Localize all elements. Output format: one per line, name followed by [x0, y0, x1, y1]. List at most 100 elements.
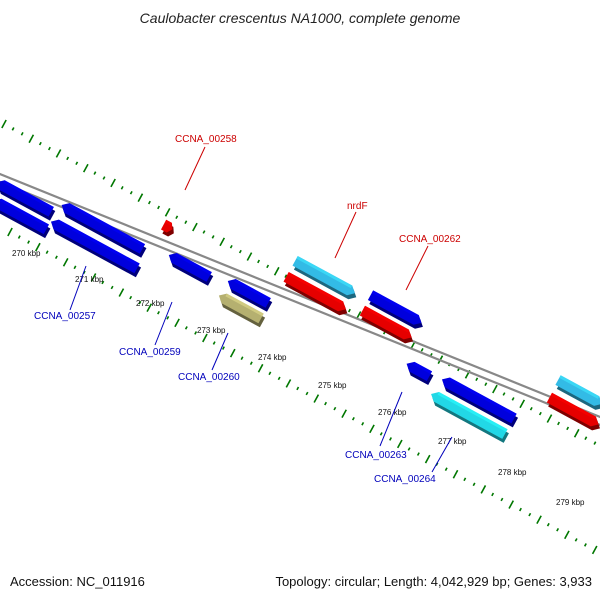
scale-dot — [138, 300, 142, 305]
scale-dot — [120, 186, 124, 190]
gene-ccna-00263 — [406, 361, 434, 386]
scale-dot — [511, 397, 515, 401]
scale-dot — [492, 384, 498, 394]
gene-ccna-00262-a — [367, 290, 423, 329]
scale-dot — [240, 356, 244, 360]
leader-line — [184, 146, 206, 191]
tick-label: 277 kbp — [438, 437, 467, 446]
gene-nrdf — [283, 271, 348, 316]
gene-body — [168, 253, 212, 282]
scale-dot — [361, 421, 365, 426]
scale-dot — [129, 295, 133, 300]
leader-line — [379, 391, 403, 447]
scale-dot — [284, 274, 288, 278]
scale-dot — [296, 386, 300, 391]
scale-dot — [277, 376, 281, 381]
scale-dot — [246, 252, 253, 261]
scale-dot — [166, 316, 170, 320]
scale-dot — [416, 452, 420, 456]
tick-label: 271 kbp — [75, 275, 104, 284]
gene-highlight — [68, 203, 146, 247]
gene-highlight — [225, 293, 264, 317]
scale-dot — [118, 288, 125, 297]
scale-dot — [324, 401, 328, 406]
gene-ccna-00259 — [168, 253, 214, 286]
scale-dot — [11, 127, 15, 131]
scale-dot — [519, 507, 522, 512]
tick-label: 272 kbp — [136, 299, 165, 308]
gene-label: CCNA_00257 — [34, 311, 96, 322]
scale-dot — [389, 437, 392, 441]
scale-dot — [229, 244, 233, 249]
scale-dot — [444, 467, 448, 471]
scale-dot — [484, 382, 488, 386]
gene-left-top — [0, 180, 56, 221]
scale-dot — [93, 171, 97, 175]
scale-dot — [27, 240, 31, 244]
gene-label: CCNA_00259 — [119, 347, 181, 358]
gene-label: CCNA_00263 — [345, 450, 407, 461]
gene-body — [555, 375, 600, 406]
scale-dot — [584, 436, 588, 440]
scale-dot — [593, 441, 597, 445]
scale-dot — [268, 371, 272, 376]
scale-dot — [175, 215, 179, 220]
topology-info: Topology: circular; Length: 4,042,929 bp… — [275, 574, 592, 589]
scale-dot — [47, 146, 51, 151]
leader-line — [334, 211, 357, 259]
gene-body — [431, 391, 508, 439]
scale-dot — [75, 161, 79, 166]
gene-highlight — [448, 377, 517, 417]
scale-dot — [347, 308, 351, 313]
gene-highlight — [437, 391, 508, 432]
map-title: Caulobacter crescentus NA1000, complete … — [139, 10, 461, 26]
tick-label: 273 kbp — [197, 326, 226, 335]
scale-dot — [54, 255, 58, 260]
scale-dot — [463, 477, 467, 482]
gene-body — [227, 279, 271, 308]
scale-dot — [500, 497, 504, 502]
gene-highlight — [363, 305, 409, 333]
scale-dot — [157, 205, 161, 210]
gene-highlight — [287, 271, 344, 305]
scale-dot — [557, 421, 561, 426]
scale-dot — [475, 377, 479, 382]
scale-dot — [73, 265, 77, 270]
gene-highlight — [3, 180, 54, 210]
gene-ccna-00257-a — [61, 203, 147, 258]
scale-dot — [407, 447, 411, 451]
scale-dot — [519, 399, 526, 409]
scale-dot — [90, 273, 97, 282]
gene-left-bottom — [0, 198, 51, 239]
scale-dot — [101, 280, 105, 285]
scale-dot — [38, 141, 42, 146]
scale-dot — [420, 348, 424, 352]
gene-highlight — [559, 375, 600, 399]
scale-dot — [249, 361, 253, 366]
gene-ccna-00260 — [218, 293, 266, 328]
scale-dot — [137, 193, 144, 202]
scale-dot — [146, 303, 153, 313]
tick-label: 276 kbp — [378, 408, 407, 417]
scale-dot — [45, 250, 49, 254]
gene-ccna-00260-a — [227, 279, 273, 312]
gene-body — [61, 203, 146, 254]
gene-body — [0, 180, 54, 217]
leader-line — [69, 265, 87, 311]
accession-text: Accession: NC_011916 — [10, 574, 145, 589]
tick-label: 274 kbp — [258, 353, 287, 362]
scale-dot — [424, 454, 431, 464]
scale-dot — [238, 249, 242, 254]
gene-body — [546, 392, 599, 427]
scale-dot — [566, 426, 570, 431]
scale-dot — [536, 515, 542, 525]
gene-right-alt — [555, 375, 600, 410]
scale-dot — [62, 257, 69, 267]
gene-label: CCNA_00260 — [178, 372, 240, 383]
scale-dot — [546, 414, 553, 423]
gene-ccna-00264 — [431, 391, 509, 443]
scale-dot — [341, 409, 347, 419]
scale-dot — [34, 242, 41, 252]
scale-dot — [17, 235, 21, 239]
